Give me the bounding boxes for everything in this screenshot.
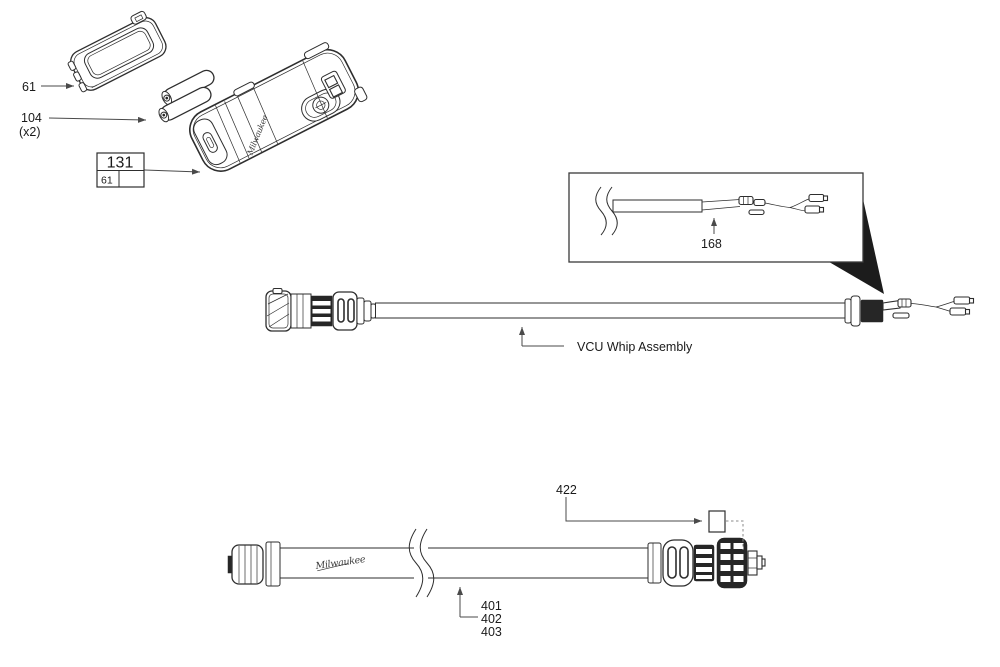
label-hose-part-2: 402 [481,612,502,626]
controller-top-rib [303,42,330,60]
harness-connector-bottom [804,205,821,214]
label-battery: 104 [21,111,42,125]
hose-break-mark [408,528,424,598]
inset-inner-harness [701,193,829,216]
label-callout-sub: 61 [101,175,113,187]
leader-callout [144,168,201,175]
label-hose-part-3: 403 [481,625,502,639]
leader-battery [48,116,147,123]
hose-left-cap [227,541,281,587]
label-whip-assembly: VCU Whip Assembly [577,340,693,354]
harness-clip [748,209,765,216]
pigtail-connector-bottom [949,307,967,316]
cap-dotted-link [726,520,744,550]
label-hose-part-1: 401 [481,599,502,613]
whip-assembly-drawing [265,288,975,332]
connector-key-notch [272,288,283,294]
controller-button-panel [320,70,346,99]
whip-connector [265,288,376,332]
detail-inset-box [568,172,864,263]
hose-assembly-drawing: Milwaukee [227,528,766,598]
controller-mid-rib [233,81,255,97]
pigtail-ferrule [897,298,912,308]
cover-latch-tab [130,10,147,25]
label-battery-qty: (x2) [19,125,41,139]
cover-hinge-tab [67,60,77,71]
controller-side-clip [354,86,368,103]
controller-button-top [324,74,339,89]
detail-inset: 168 [568,172,864,263]
strain-relief-block [860,299,884,323]
battery-cover-drawing [67,10,167,93]
whip-pigtail [844,295,975,327]
vcu-controller-drawing: Milwaukee [189,42,368,172]
callout-table: 131 61 [96,152,201,188]
whip-cable [375,302,846,319]
pigtail-connector-top [953,296,971,305]
crimp-ferrule [738,195,754,206]
battery-front [158,86,212,123]
controller-latch-slot [202,132,218,153]
label-callout-main: 131 [107,155,134,172]
break-mark [595,186,607,236]
inset-cable-jacket [612,199,703,213]
label-battery-cover: 61 [22,80,36,94]
hose-connector-end [747,550,758,576]
leader-connector-cap [565,497,702,524]
connector-cap-422 [708,510,726,533]
harness-connector-top [808,193,825,203]
hose-knurl-large [716,537,748,589]
hose-right-connector [647,537,766,589]
label-connector-cap: 422 [556,483,577,497]
controller-button-bottom [328,84,344,98]
pigtail-clip [892,312,910,319]
batteries-drawing [158,69,215,123]
label-inset-part: 168 [701,237,722,251]
